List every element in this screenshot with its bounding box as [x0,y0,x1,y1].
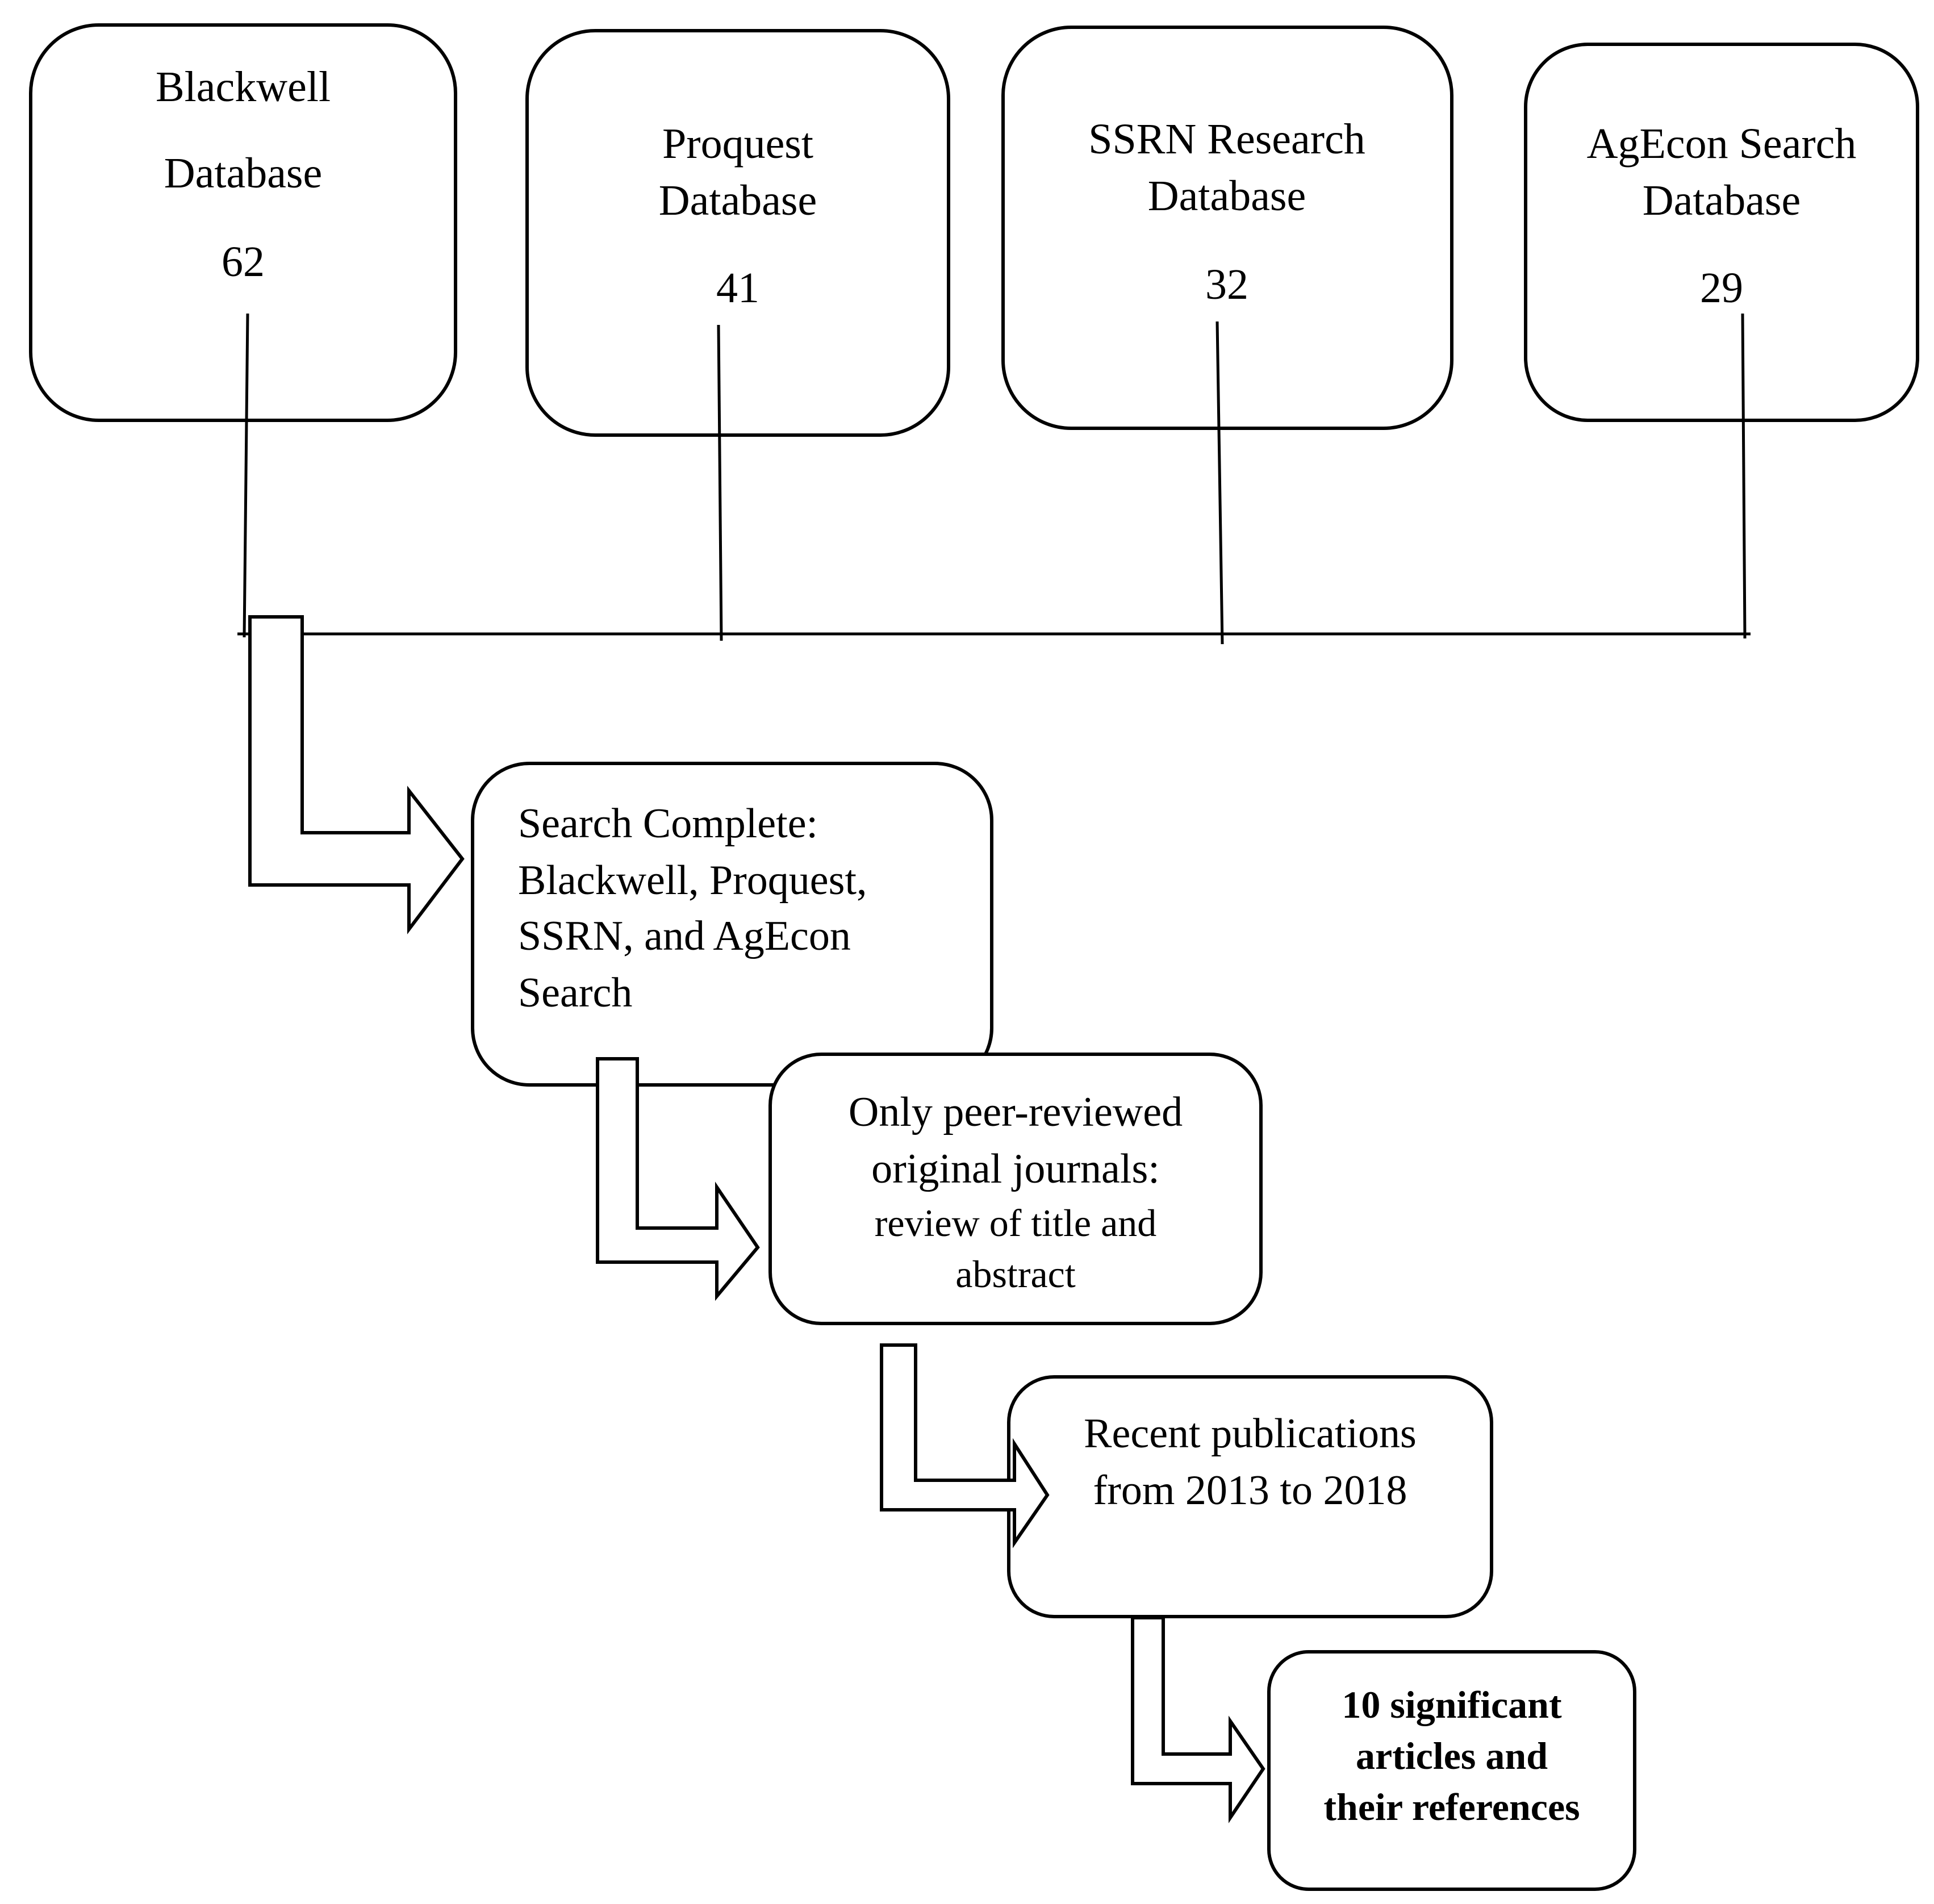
step-text-line: Search [518,970,632,1016]
flow-arrow [596,1057,760,1301]
box-outline [29,23,457,422]
database-count: 41 [716,264,759,312]
step-subtext-line: abstract [955,1252,1076,1296]
step-box-recent-publications: Recent publications from 2013 to 2018 [1007,1375,1493,1618]
database-count: 29 [1700,264,1743,312]
connector-line [1741,313,1747,639]
step-text-line: from 2013 to 2018 [1093,1467,1407,1514]
database-name-line: Blackwell [156,63,331,111]
step-text-line: SSRN, and AgEcon [518,913,851,959]
flow-arrow [1131,1616,1265,1823]
step-text-line: Recent publications [1084,1410,1417,1457]
connector-lines [237,313,1751,645]
database-box-agecon: AgEcon Search Database 29 [1524,43,1919,422]
box-outline [1524,43,1919,422]
database-box-proquest: Proquest Database 41 [525,29,950,437]
database-name-line: Database [164,149,323,197]
box-outline [768,1053,1263,1325]
box-outline [471,762,993,1087]
database-name-line: Proquest [662,120,813,168]
connector-line [717,324,723,641]
step-text-line: articles and [1356,1734,1548,1777]
database-count: 32 [1205,261,1248,308]
database-name-line: Database [659,177,817,224]
step-text-line: original journals: [871,1146,1160,1192]
box-outline [1001,26,1453,430]
database-name-line: Database [1643,177,1801,224]
step-subtext-line: review of title and [875,1201,1157,1245]
step-box-peer-reviewed: Only peer-reviewed original journals: re… [768,1053,1263,1325]
connector-line [1215,321,1224,645]
database-box-ssrn: SSRN Research Database 32 [1001,26,1453,430]
box-outline [1267,1650,1636,1891]
step-text-line: Search Complete: [518,800,818,847]
database-name-line: Database [1148,172,1306,220]
step-box-significant-articles: 10 significant articles and their refere… [1267,1650,1636,1891]
step-text-line: Only peer-reviewed [849,1089,1183,1135]
database-name-line: AgEcon Search [1587,120,1857,168]
database-box-blackwell: Blackwell Database 62 [29,23,457,422]
flow-arrow [248,615,465,934]
step-text-line: 10 significant [1342,1683,1562,1726]
step-text-line: their references [1323,1785,1580,1828]
flow-arrow [880,1343,1050,1548]
connector-line [243,313,249,638]
database-count: 62 [222,238,265,286]
step-box-search-complete: Search Complete: Blackwell, Proquest, SS… [471,762,993,1087]
database-name-line: SSRN Research [1088,115,1365,163]
step-text-line: Blackwell, Proquest, [518,857,867,904]
box-outline [525,29,950,437]
